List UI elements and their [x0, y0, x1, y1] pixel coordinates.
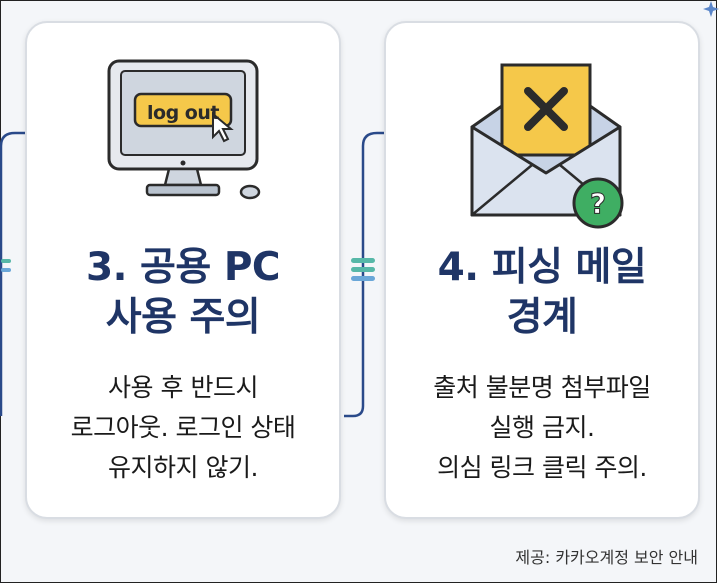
- card-public-pc: log out 3. 공용 PC 사용 주의 사용 후 반드시 로그아웃. 로그…: [25, 21, 341, 519]
- source-footer: 제공: 카카오계정 보안 안내: [515, 548, 698, 567]
- phishing-mail-icon: ?: [470, 63, 624, 229]
- card-phishing-mail: ? 4. 피싱 메일 경계 출처 불분명 첨부파일 실행 금지. 의심 링크 클…: [384, 21, 700, 519]
- card-title: 3. 공용 PC 사용 주의: [85, 245, 281, 340]
- card-description: 사용 후 반드시 로그아웃. 로그인 상태 유지하지 않기.: [70, 373, 296, 482]
- screen-logout-label: log out: [147, 102, 219, 124]
- svg-text:?: ?: [590, 187, 606, 220]
- card-title: 4. 피싱 메일 경계: [437, 245, 647, 340]
- card-description: 출처 불분명 첨부파일 실행 금지. 의심 링크 클릭 주의.: [433, 373, 651, 482]
- monitor-logout-icon: [107, 59, 261, 200]
- sparkle-icon: [703, 1, 719, 17]
